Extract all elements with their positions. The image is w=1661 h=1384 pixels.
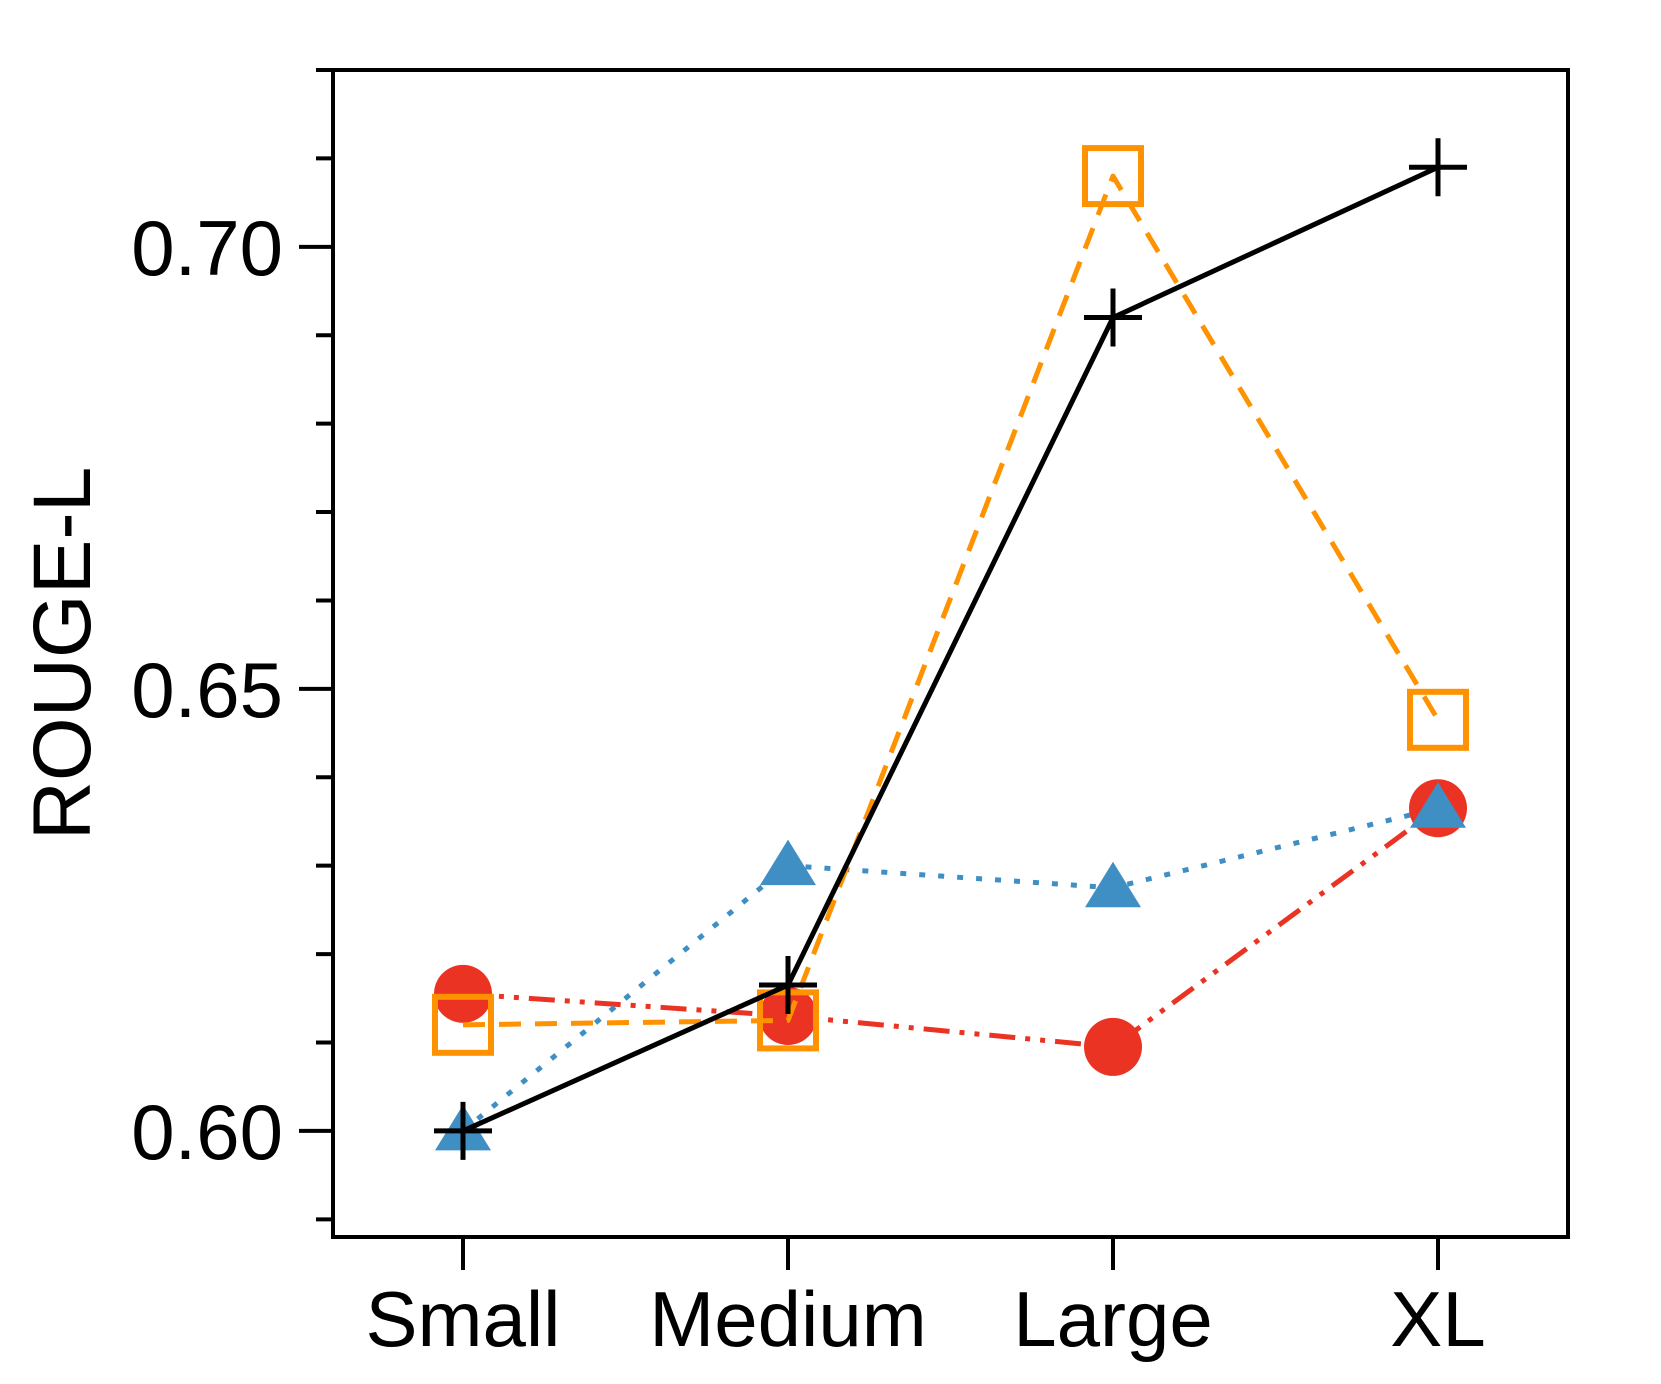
data-point xyxy=(759,956,817,1015)
series-line xyxy=(462,173,1441,1028)
data-point xyxy=(760,839,816,886)
series-line xyxy=(461,164,1440,1134)
plot-frame xyxy=(331,68,1570,1239)
data-point xyxy=(1084,288,1142,347)
y-tick-label: 0.60 xyxy=(131,1088,283,1176)
series-line xyxy=(462,806,1440,1050)
data-point xyxy=(1085,861,1141,908)
data-point xyxy=(1407,688,1469,751)
data-point xyxy=(1084,1017,1142,1076)
data-point xyxy=(1082,145,1144,208)
y-tick-label: 0.70 xyxy=(131,204,283,292)
x-tick-label: Large xyxy=(1013,1275,1213,1363)
x-axis: Small Medium Large XL xyxy=(365,1237,1486,1363)
x-tick-label: XL xyxy=(1390,1275,1485,1363)
y-tick-label: 0.65 xyxy=(131,646,283,734)
series-1 xyxy=(435,782,1466,1151)
series-3 xyxy=(434,138,1467,1160)
series-layer xyxy=(432,138,1469,1160)
series-0 xyxy=(434,779,1467,1076)
y-axis-label: ROUGE-L xyxy=(17,467,108,841)
data-point xyxy=(1409,138,1467,197)
series-line xyxy=(461,805,1439,1133)
x-tick-label: Small xyxy=(365,1275,560,1363)
x-tick-label: Medium xyxy=(649,1275,926,1363)
data-point xyxy=(432,993,494,1056)
data-point xyxy=(434,1101,492,1160)
y-axis: 0.60 0.65 0.70 xyxy=(131,68,333,1222)
series-2 xyxy=(432,145,1469,1056)
data-point xyxy=(1410,782,1466,828)
